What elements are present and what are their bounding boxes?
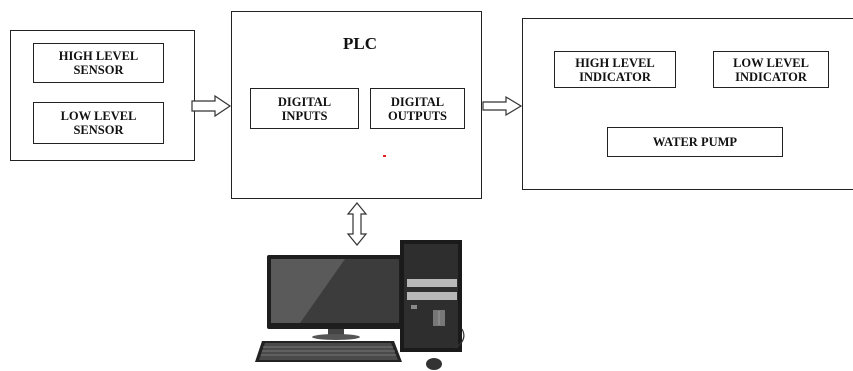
digital-inputs-box: DIGITAL INPUTS bbox=[250, 88, 359, 129]
plc-title: PLC bbox=[343, 34, 377, 53]
right-arrow-icon bbox=[191, 94, 232, 118]
low-level-indicator-box: LOW LEVEL INDICATOR bbox=[713, 51, 829, 88]
high-level-indicator-box: HIGH LEVEL INDICATOR bbox=[554, 51, 676, 88]
right-arrow-icon bbox=[482, 95, 523, 117]
water-pump-box: WATER PUMP bbox=[607, 127, 783, 157]
red-dot bbox=[383, 155, 386, 157]
digital-outputs-box: DIGITAL OUTPUTS bbox=[370, 88, 465, 129]
low-level-sensor-box: LOW LEVEL SENSOR bbox=[33, 102, 164, 144]
high-level-sensor-box: HIGH LEVEL SENSOR bbox=[33, 43, 164, 83]
double-arrow-icon bbox=[346, 202, 368, 246]
output-block bbox=[522, 18, 853, 190]
computer-icon bbox=[255, 240, 465, 370]
